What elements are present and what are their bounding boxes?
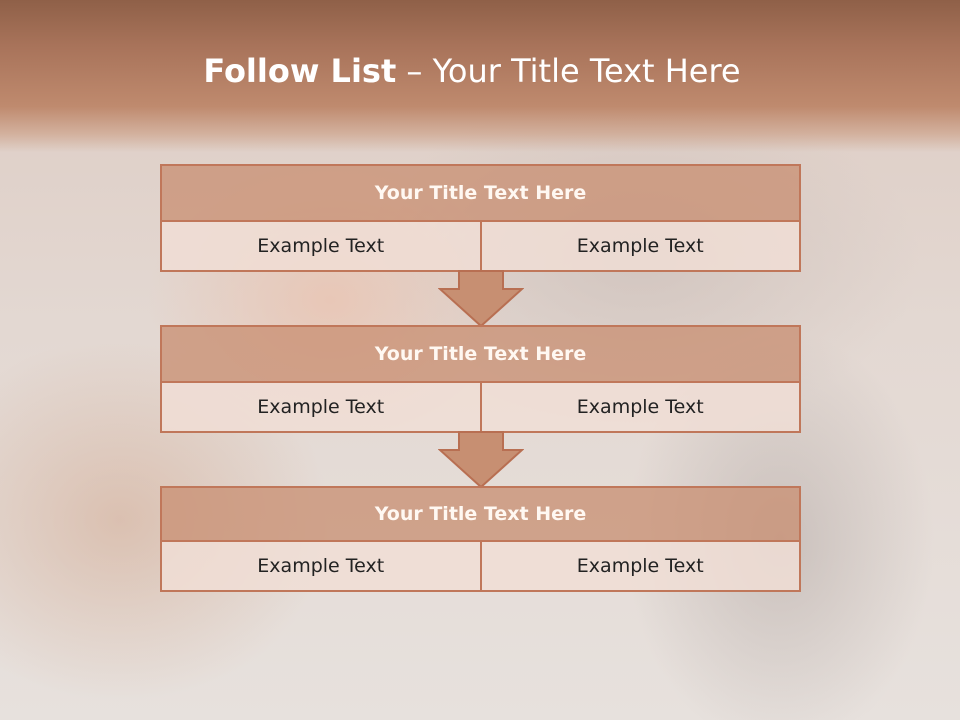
step-3-left-text: Example Text: [162, 542, 480, 590]
step-row-3: Example Text Example Text: [160, 542, 801, 592]
step-1-left-text: Example Text: [162, 222, 480, 270]
step-row-2: Example Text Example Text: [160, 383, 801, 433]
step-2-left-text: Example Text: [162, 383, 480, 431]
slide-title-bold: Follow List: [203, 52, 397, 90]
down-arrow-icon-2: [438, 431, 524, 489]
step-1-right-text: Example Text: [479, 222, 799, 270]
step-2-right-text: Example Text: [479, 383, 799, 431]
title-band: [0, 0, 960, 152]
step-3-right-text: Example Text: [479, 542, 799, 590]
step-block-1: Your Title Text Here Example Text Exampl…: [160, 164, 801, 272]
step-title-3: Your Title Text Here: [160, 486, 801, 542]
step-block-2: Your Title Text Here Example Text Exampl…: [160, 325, 801, 433]
slide-title: Follow List – Your Title Text Here: [0, 52, 944, 90]
step-block-3: Your Title Text Here Example Text Exampl…: [160, 486, 801, 592]
slide-title-rest: – Your Title Text Here: [396, 52, 741, 90]
step-title-2: Your Title Text Here: [160, 325, 801, 383]
down-arrow-icon-1: [438, 270, 524, 328]
step-title-1: Your Title Text Here: [160, 164, 801, 222]
step-row-1: Example Text Example Text: [160, 222, 801, 272]
